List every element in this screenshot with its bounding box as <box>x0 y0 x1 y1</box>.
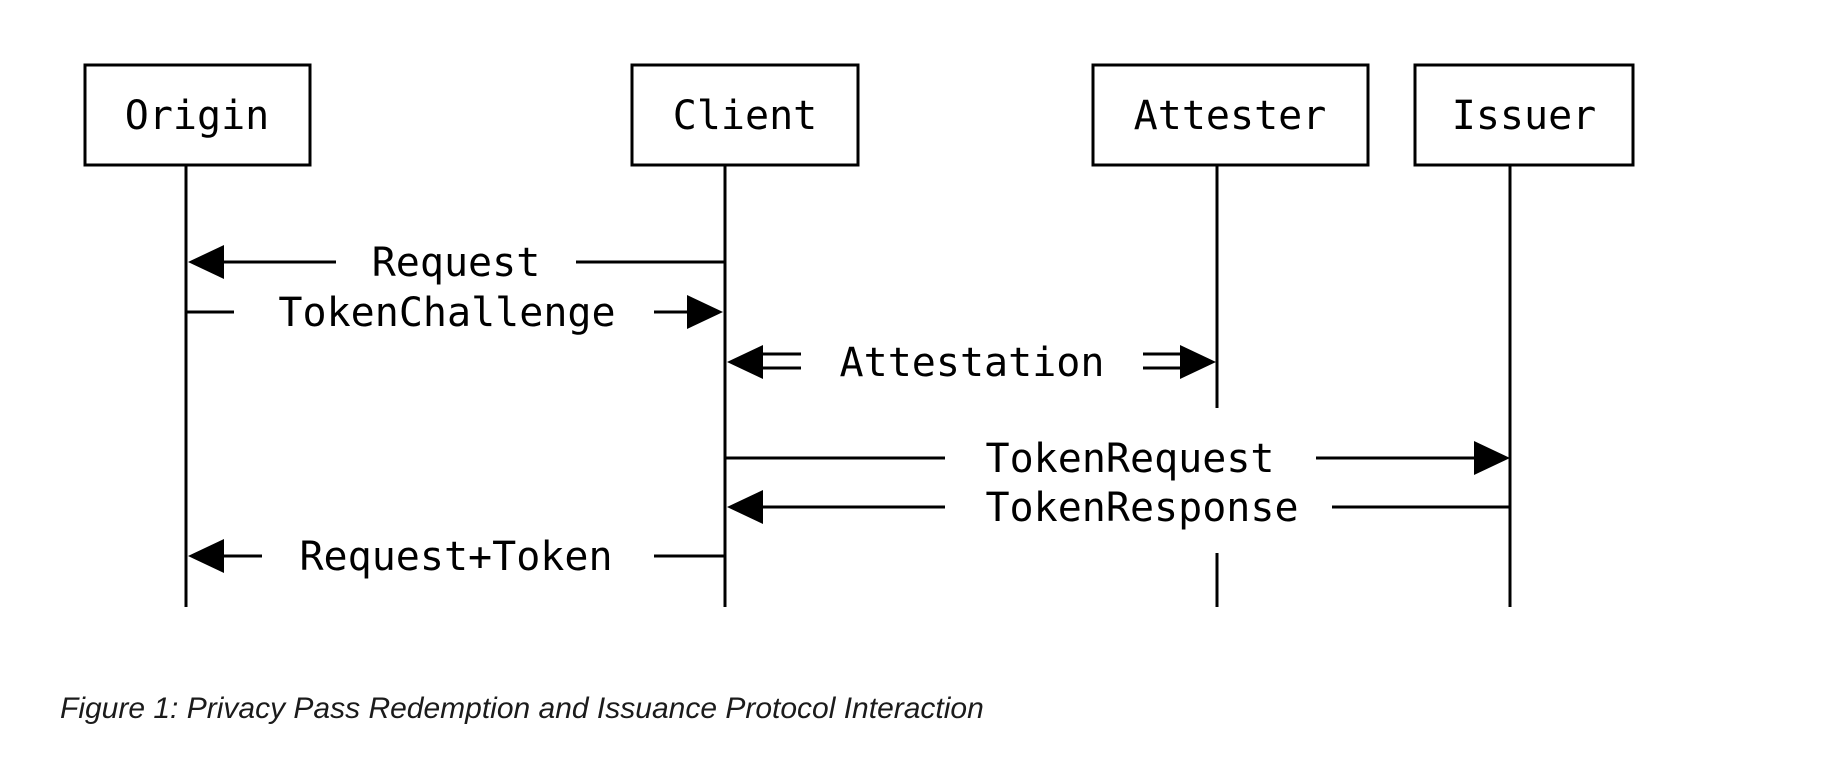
actor-client: Client <box>630 63 860 607</box>
actor-attester: Attester <box>1091 63 1370 607</box>
message-label-tokenchallenge: TokenChallenge <box>278 290 615 336</box>
message-label-request-token: Request+Token <box>299 534 612 580</box>
actor-box-client <box>630 63 860 167</box>
arrowhead-left-icon <box>727 490 763 524</box>
message-request-token: Request+Token <box>188 534 725 580</box>
message-label-request: Request <box>372 240 541 286</box>
arrowhead-right-icon <box>687 295 723 329</box>
arrowhead-left-icon <box>188 539 224 573</box>
actor-label-client: Client <box>673 93 818 139</box>
actor-origin: Origin <box>83 63 312 607</box>
message-label-tokenresponse: TokenResponse <box>985 485 1298 531</box>
arrowhead-left-icon <box>188 245 224 279</box>
actor-label-attester: Attester <box>1134 93 1327 139</box>
message-attestation: Attestation <box>727 340 1216 386</box>
actor-box-attester <box>1091 63 1370 167</box>
actor-label-issuer: Issuer <box>1452 93 1597 139</box>
message-request: Request <box>188 240 725 286</box>
message-label-tokenrequest: TokenRequest <box>986 436 1275 482</box>
message-label-attestation: Attestation <box>840 340 1105 386</box>
arrowhead-left-icon <box>727 345 763 379</box>
message-tokenrequest: TokenRequest <box>725 436 1510 482</box>
actor-box-issuer <box>1413 63 1635 167</box>
figure-caption: Figure 1: Privacy Pass Redemption and Is… <box>60 692 984 725</box>
actor-issuer: Issuer <box>1413 63 1635 607</box>
message-tokenchallenge: TokenChallenge <box>186 290 723 336</box>
arrowhead-right-icon <box>1474 441 1510 475</box>
actor-label-origin: Origin <box>125 93 270 139</box>
message-tokenresponse: TokenResponse <box>727 485 1510 531</box>
actor-box-origin <box>83 63 312 167</box>
arrowhead-right-icon <box>1180 345 1216 379</box>
